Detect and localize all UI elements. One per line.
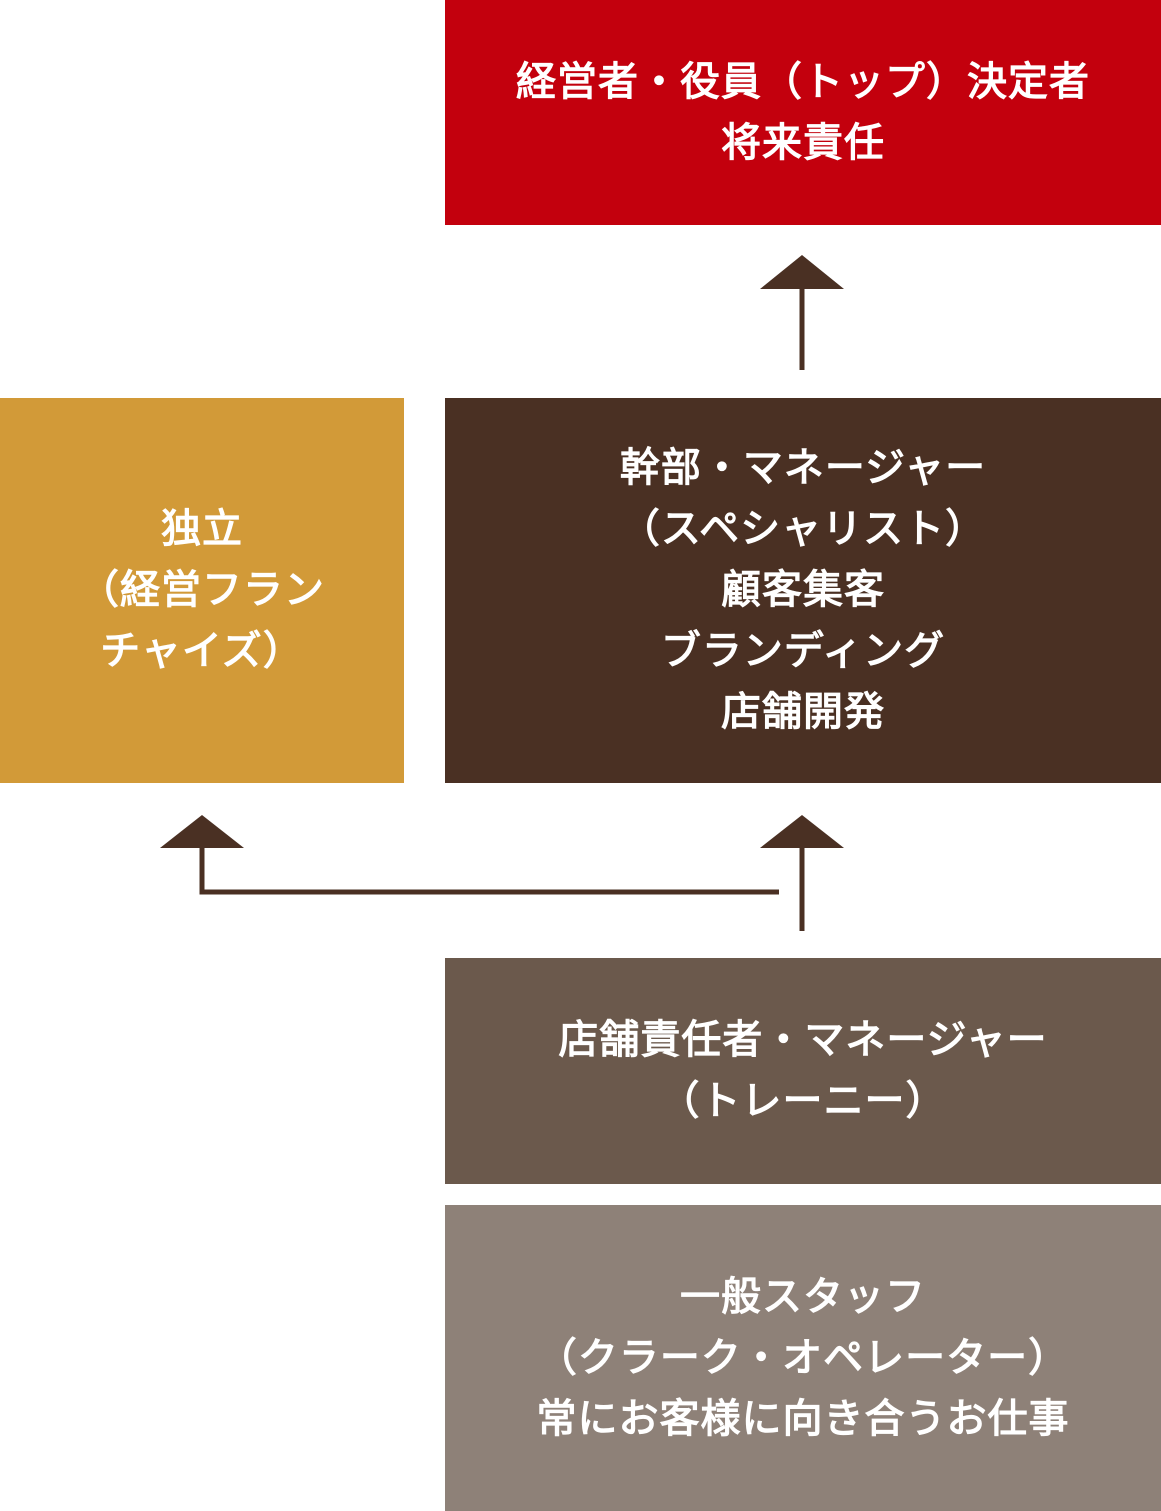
independent-box: 独立 （経営フラン チャイズ） [0,398,404,783]
arrow-store-to-independent-shaft [199,848,779,895]
general-staff-line-3: 常にお客様に向き合うお仕事 [536,1395,1070,1442]
manager-specialist-box: 幹部・マネージャー （スペシャリスト） 顧客集客 ブランディング 店舗開発 [445,398,1161,783]
manager-specialist-line-3: 顧客集客 [721,567,885,613]
top-executive-line-2: 将来責任 [721,119,885,166]
arrow-executive-to-top [760,255,844,370]
general-staff-line-2: （クラーク・オペレーター） [536,1334,1070,1381]
arrow-store-to-executive [760,815,844,931]
general-staff-box: 一般スタッフ （クラーク・オペレーター） 常にお客様に向き合うお仕事 [445,1205,1161,1511]
manager-specialist-line-4: ブランディング [660,628,946,674]
manager-specialist-line-2: （スペシャリスト） [619,506,987,552]
independent-line-3: チャイズ） [100,628,304,674]
store-manager-line-2: （トレーニー） [659,1078,947,1124]
independent-line-1: 独立 [161,506,243,552]
independent-line-2: （経営フラン [79,567,325,613]
store-manager-box: 店舗責任者・マネージャー （トレーニー） [445,958,1161,1184]
arrow-store-to-independent-head [160,815,244,848]
store-manager-line-1: 店舗責任者・マネージャー [558,1017,1048,1063]
general-staff-line-1: 一般スタッフ [680,1273,926,1320]
top-executive-line-1: 経営者・役員（トップ）決定者 [516,58,1090,105]
arrow-store-to-independent [160,815,779,895]
manager-specialist-line-5: 店舗開発 [721,689,885,735]
manager-specialist-line-1: 幹部・マネージャー [619,445,987,491]
arrow-store-to-executive-head [760,815,844,848]
arrow-executive-to-top-head [760,255,844,289]
top-executive-box: 経営者・役員（トップ）決定者 将来責任 [445,0,1161,225]
